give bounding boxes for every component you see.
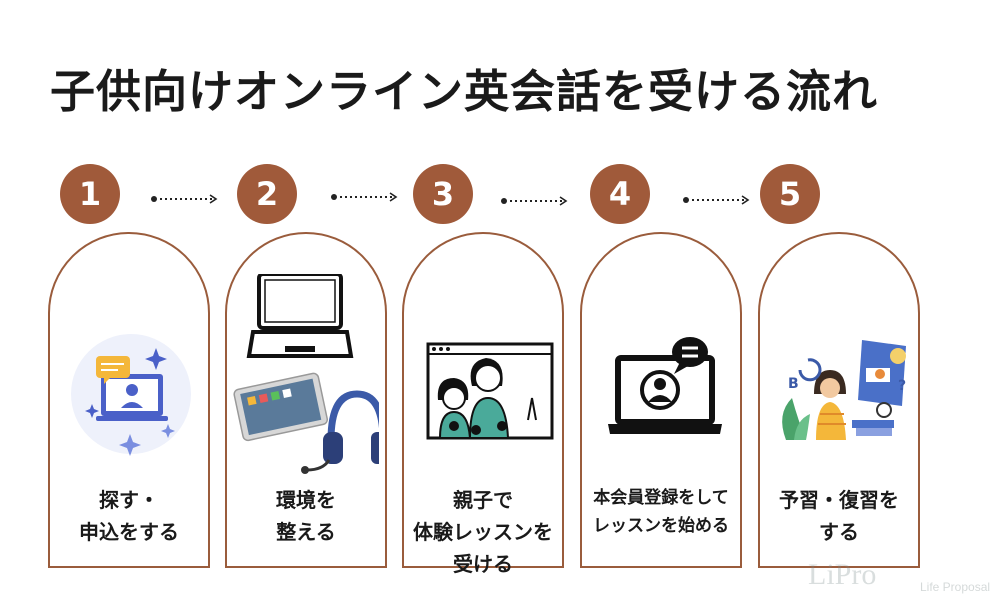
study-review-icon: B ? [782, 340, 906, 440]
step-label-3: 親子で 体験レッスンを 受ける [413, 488, 553, 576]
arrow-icon [683, 195, 750, 205]
logo: LiPro Life Proposal [808, 558, 998, 598]
step-number-5: 5 [760, 164, 820, 224]
member-lesson-icon [608, 337, 722, 434]
page-title: 子供向けオンライン英会話を受ける流れ [50, 65, 879, 118]
step-card-4: 本会員登録をして レッスンを始める [580, 232, 742, 568]
step-label-5: 予習・復習を する [779, 488, 899, 544]
search-apply-icon [71, 334, 191, 456]
step-card-5: B ? 予習・復習を する [758, 232, 920, 568]
step-label-4: 本会員登録をして レッスンを始める [593, 488, 729, 536]
devices-icon [233, 274, 379, 474]
logo-subtitle: Life Proposal [920, 580, 991, 594]
arrow-icon [331, 192, 398, 202]
step-card-3: 親子で 体験レッスンを 受ける [402, 232, 564, 576]
step-label-1: 探す・ 申込をする [79, 488, 179, 544]
step-label-2: 環境を 整える [276, 488, 336, 544]
arrow-icon [151, 194, 218, 204]
video-call-icon [426, 342, 554, 440]
svg-text:?: ? [898, 378, 906, 394]
svg-text:B: B [788, 376, 799, 392]
step-number-2: 2 [237, 164, 297, 224]
step-number-4: 4 [590, 164, 650, 224]
step-number-3: 3 [413, 164, 473, 224]
arrow-icon [501, 196, 568, 206]
step-card-1: 探す・ 申込をする [48, 232, 210, 568]
step-number-1: 1 [60, 164, 120, 224]
step-card-2: 環境を 整える [225, 232, 387, 568]
logo-mark: LiPro [808, 558, 877, 591]
